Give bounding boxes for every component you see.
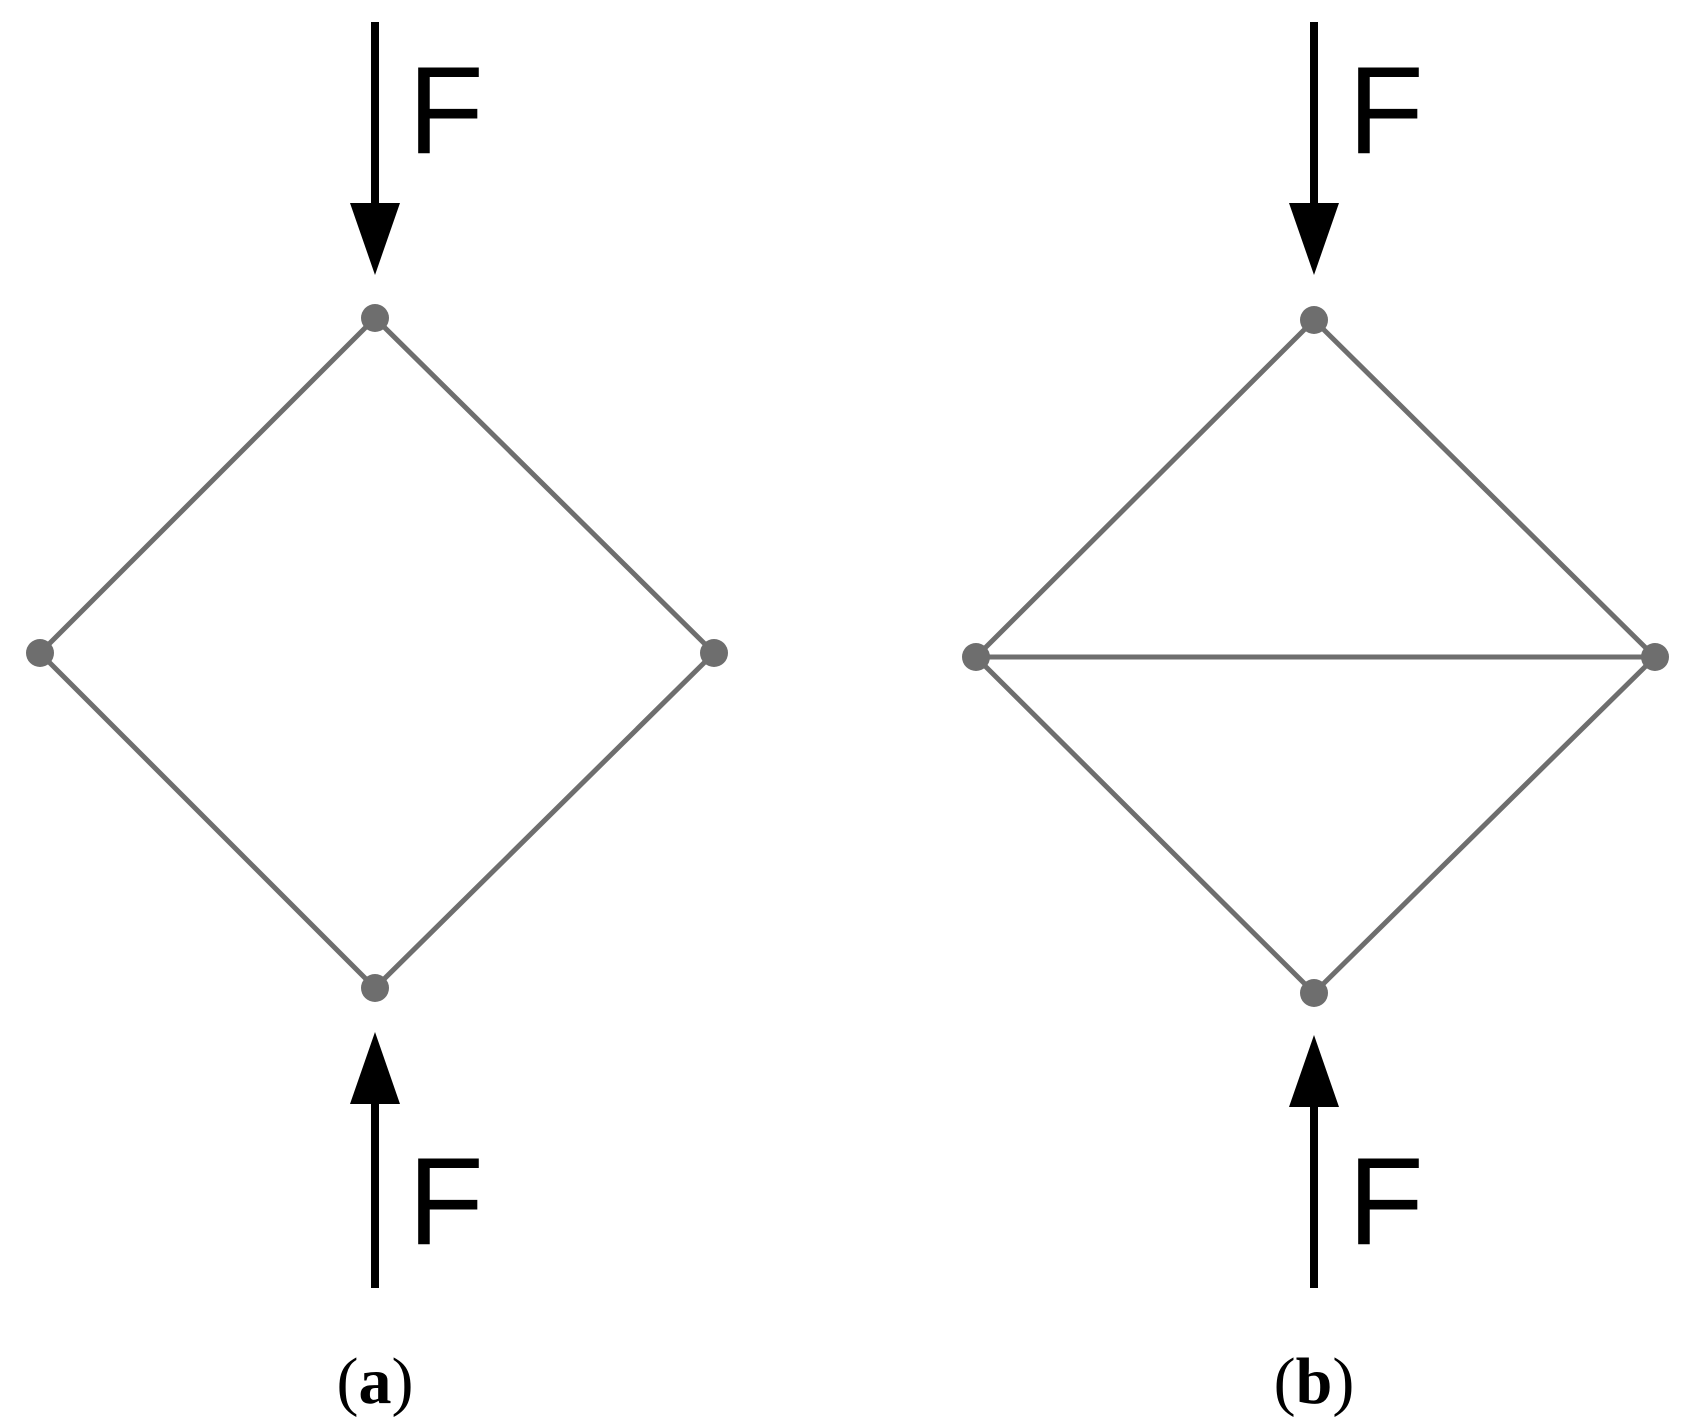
panel-a-joint-left bbox=[26, 639, 54, 667]
panel-b-member-bottom-left bbox=[973, 654, 1317, 996]
panel-b-caption-open: ( bbox=[1274, 1345, 1296, 1418]
panel-a-top-arrow-head bbox=[350, 203, 400, 275]
panel-a-member-top-left bbox=[37, 315, 378, 656]
panel-a-member-bottom-right bbox=[372, 650, 717, 991]
panel-b-joint-left bbox=[962, 643, 990, 671]
panel-b: F F (b) bbox=[962, 22, 1669, 1418]
panel-a-joint-right bbox=[700, 639, 728, 667]
panel-b-joint-bottom bbox=[1300, 979, 1328, 1007]
panel-b-top-force-label: F bbox=[1348, 42, 1424, 180]
panel-a-joint-bottom bbox=[361, 974, 389, 1002]
panel-b-top-arrow-head bbox=[1289, 203, 1339, 275]
panel-a-caption: (a) bbox=[337, 1345, 414, 1418]
panel-b-caption-letter: b bbox=[1296, 1345, 1333, 1418]
panel-b-joint-right bbox=[1641, 643, 1669, 671]
panel-b-caption: (b) bbox=[1274, 1345, 1355, 1418]
panel-a-member-top-right bbox=[372, 315, 717, 656]
panel-a-top-force-label: F bbox=[408, 42, 484, 180]
panel-a-joint-top bbox=[361, 304, 389, 332]
panel-b-bottom-force-label: F bbox=[1348, 1133, 1424, 1271]
panel-a-bottom-force-label: F bbox=[408, 1133, 484, 1271]
panel-b-caption-close: ) bbox=[1332, 1345, 1354, 1418]
panel-b-member-top-left bbox=[973, 317, 1317, 660]
panel-b-joint-top bbox=[1300, 306, 1328, 334]
panel-b-bottom-force-arrow bbox=[1289, 1035, 1339, 1288]
panel-a: F F (a) bbox=[26, 22, 728, 1418]
panel-b-member-bottom-right bbox=[1311, 654, 1658, 996]
panel-a-caption-letter: a bbox=[359, 1345, 392, 1418]
panel-a-member-bottom-left bbox=[37, 650, 378, 991]
panel-a-caption-close: ) bbox=[392, 1345, 414, 1418]
panel-b-bottom-arrow-head bbox=[1289, 1035, 1339, 1107]
panel-b-member-top-right bbox=[1311, 317, 1658, 660]
panel-a-caption-open: ( bbox=[337, 1345, 359, 1418]
panel-b-top-force-arrow bbox=[1289, 22, 1339, 275]
panel-a-bottom-force-arrow bbox=[350, 1032, 400, 1288]
panel-a-top-force-arrow bbox=[350, 22, 400, 275]
panel-a-bottom-arrow-head bbox=[350, 1032, 400, 1104]
